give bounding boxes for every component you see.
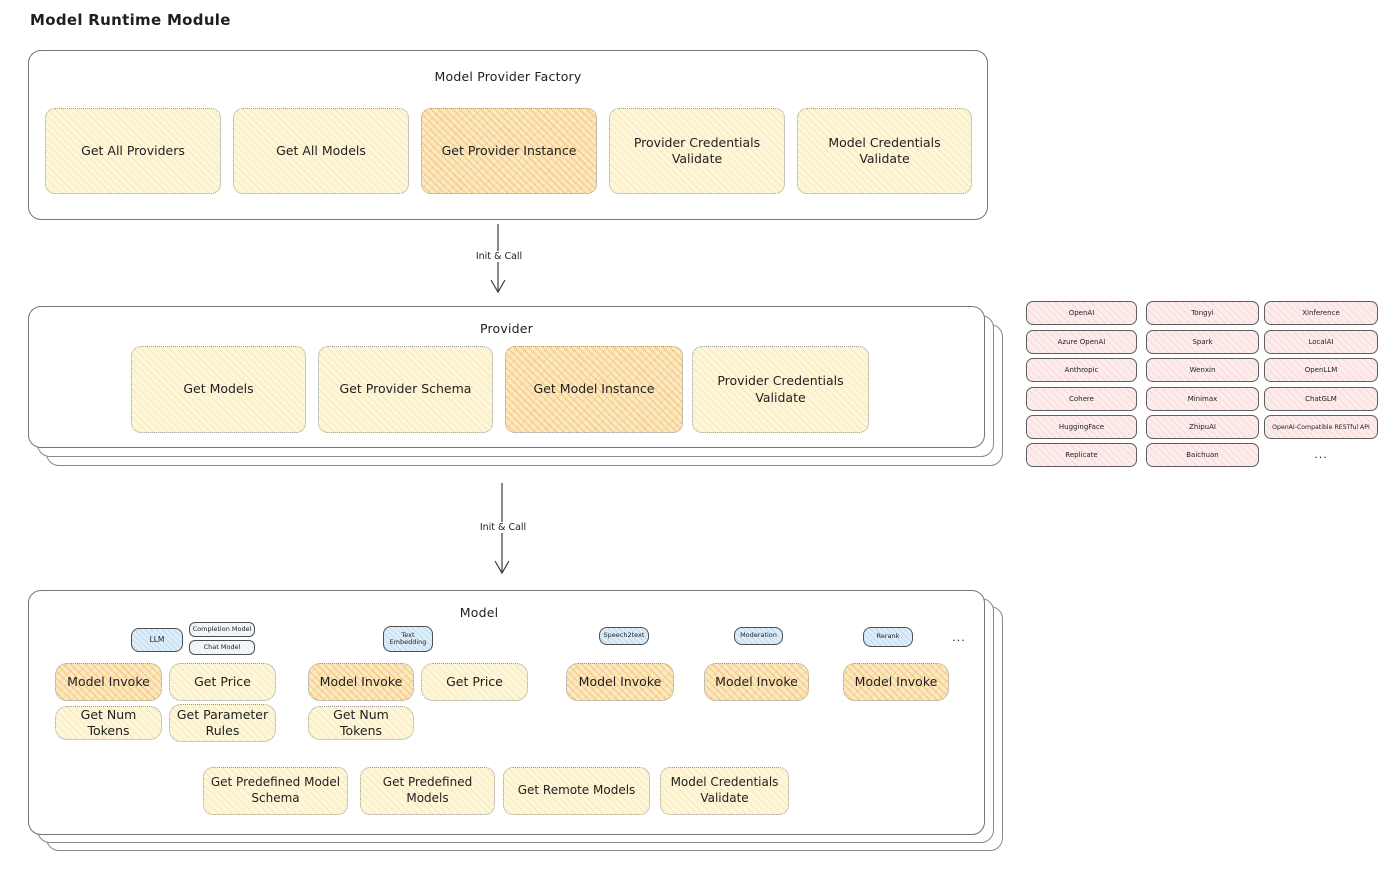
model-type-pill-rerank: Rerank [863, 627, 913, 647]
factory-node-get-all-models: Get All Models [233, 108, 409, 194]
page-title: Model Runtime Module [30, 11, 231, 29]
provider-chip-cohere: Cohere [1026, 387, 1137, 411]
provider-title: Provider [479, 321, 534, 336]
provider-chip-xinference: Xinference [1264, 301, 1378, 325]
provider-chip-anthropic: Anthropic [1026, 358, 1137, 382]
model-type-pill-speech2text: Speech2text [599, 627, 649, 645]
provider-chip-zhipuai: ZhipuAI [1146, 415, 1259, 439]
provider-node-get-provider-schema: Get Provider Schema [318, 346, 493, 433]
model-node-text-embedding-model-invoke: Model Invoke [308, 663, 414, 701]
factory-node-get-provider-instance: Get Provider Instance [421, 108, 597, 194]
provider-node-get-models: Get Models [131, 346, 306, 433]
provider-box: Provider Get Models Get Provider Schema … [28, 306, 985, 448]
provider-node-get-model-instance: Get Model Instance [505, 346, 683, 433]
model-node-rerank-model-invoke: Model Invoke [843, 663, 949, 701]
model-type-pill-moderation: Moderation [734, 627, 783, 645]
model-type-pill-chat-model: Chat Model [189, 640, 255, 655]
model-node-llm-get-price: Get Price [169, 663, 276, 701]
provider-chip-openai-compatible-restful-api: OpenAI-Compatible RESTful API [1264, 415, 1378, 439]
provider-chip-huggingface: HuggingFace [1026, 415, 1137, 439]
model-node-get-remote-models: Get Remote Models [503, 767, 650, 815]
model-type-more-ellipsis: ... [952, 631, 966, 644]
factory-title: Model Provider Factory [434, 69, 582, 84]
provider-chip-openai: OpenAI [1026, 301, 1137, 325]
model-type-pill-llm: LLM [131, 628, 183, 652]
arrow-label-init-call-1: Init & Call [456, 251, 542, 262]
provider-chip-localai: LocalAI [1264, 330, 1378, 354]
provider-chip-replicate: Replicate [1026, 443, 1137, 467]
provider-chip-tongyi: Tongyi [1146, 301, 1259, 325]
factory-node-get-all-providers: Get All Providers [45, 108, 221, 194]
model-node-llm-get-num-tokens: Get Num Tokens [55, 706, 162, 740]
provider-chip-baichuan: Baichuan [1146, 443, 1259, 467]
model-node-model-credentials-validate: Model Credentials Validate [660, 767, 789, 815]
model-node-text-embedding-get-num-tokens: Get Num Tokens [308, 706, 414, 740]
model-node-get-predefined-models: Get Predefined Models [360, 767, 495, 815]
model-node-text-embedding-get-price: Get Price [421, 663, 528, 701]
model-node-speech2text-model-invoke: Model Invoke [566, 663, 674, 701]
provider-chip-minimax: Minimax [1146, 387, 1259, 411]
factory-box: Model Provider Factory Get All Providers… [28, 50, 988, 220]
provider-chip-spark: Spark [1146, 330, 1259, 354]
provider-node-provider-credentials-validate: Provider Credentials Validate [692, 346, 869, 433]
factory-node-provider-credentials-validate: Provider Credentials Validate [609, 108, 785, 194]
provider-chip-wenxin: Wenxin [1146, 358, 1259, 382]
model-node-get-predefined-model-schema: Get Predefined Model Schema [203, 767, 348, 815]
model-node-llm-model-invoke: Model Invoke [55, 663, 162, 701]
provider-chip-azure-openai: Azure OpenAI [1026, 330, 1137, 354]
model-type-pill-completion-model: Completion Model [189, 622, 255, 637]
provider-chip-openllm: OpenLLM [1264, 358, 1378, 382]
model-title: Model [459, 605, 499, 620]
model-node-llm-get-parameter-rules: Get Parameter Rules [169, 704, 276, 742]
model-type-pill-text-embedding: Text Embedding [383, 626, 433, 652]
model-node-moderation-model-invoke: Model Invoke [704, 663, 809, 701]
provider-chip-more-ellipsis: ... [1314, 448, 1328, 461]
factory-node-model-credentials-validate: Model Credentials Validate [797, 108, 972, 194]
provider-chip-chatglm: ChatGLM [1264, 387, 1378, 411]
model-box: Model LLM Completion Model Chat Model Te… [28, 590, 985, 835]
arrow-label-init-call-2: Init & Call [460, 522, 546, 533]
